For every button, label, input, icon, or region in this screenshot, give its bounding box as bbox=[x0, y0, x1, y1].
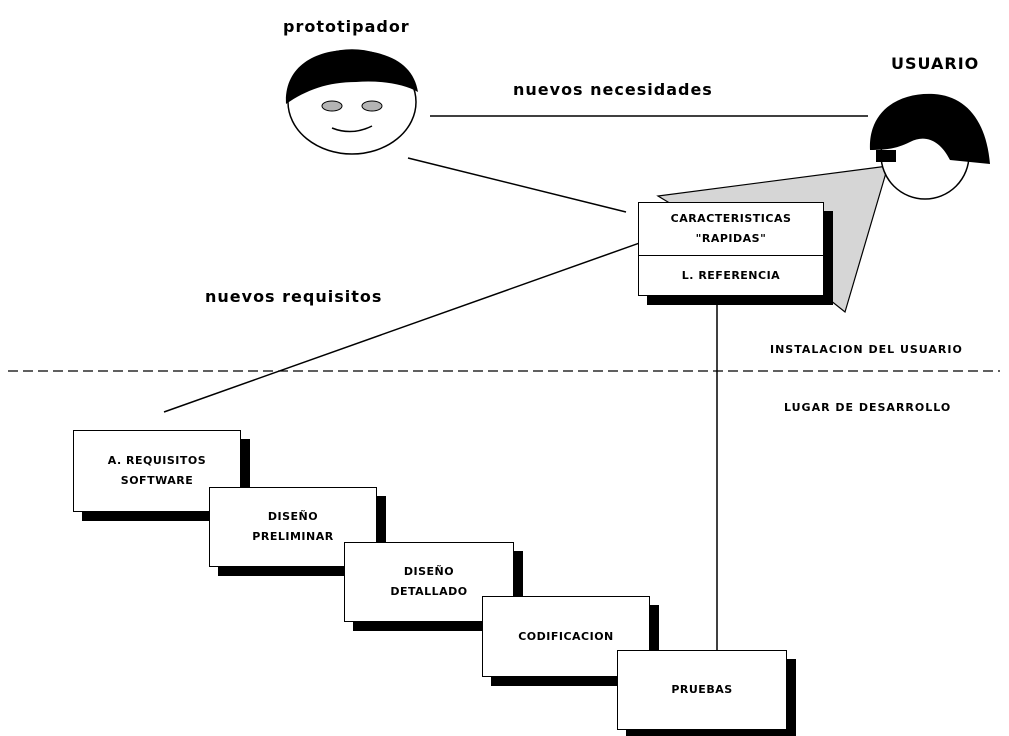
waterfall-step-testing: PRUEBAS bbox=[617, 650, 787, 730]
step-requirements-line1: A. REQUISITOS bbox=[107, 454, 207, 467]
quick-features-section: CARACTERISTICAS "RAPIDAS" bbox=[639, 203, 823, 256]
reference-label: L. REFERENCIA bbox=[681, 268, 781, 282]
waterfall-step-detailed-design: DISEÑO DETALLADO bbox=[344, 542, 514, 622]
prototype-box: CARACTERISTICAS "RAPIDAS" L. REFERENCIA bbox=[638, 202, 824, 296]
step-preliminary-line1: DISEÑO bbox=[267, 510, 319, 523]
step-testing-line1: PRUEBAS bbox=[671, 683, 733, 696]
quick-features-line2: "RAPIDAS" bbox=[695, 232, 767, 245]
prototyper-to-box-line bbox=[407, 157, 627, 213]
waterfall-step-coding: CODIFICACION bbox=[482, 596, 650, 677]
box-to-requirements-line bbox=[163, 239, 649, 413]
prototyper-face-icon bbox=[285, 49, 418, 155]
quick-features-line1: CARACTERISTICAS bbox=[670, 212, 792, 225]
prototyper-label: prototipador bbox=[283, 17, 410, 36]
user-installation-label: INSTALACION DEL USUARIO bbox=[770, 343, 963, 356]
user-face-icon bbox=[869, 93, 990, 200]
step-preliminary-line2: PRELIMINAR bbox=[252, 530, 334, 543]
reference-section: L. REFERENCIA bbox=[639, 256, 823, 295]
step-requirements-line2: SOFTWARE bbox=[120, 474, 194, 487]
new-requirements-label: nuevos requisitos bbox=[205, 287, 383, 306]
step-detailed-line1: DISEÑO bbox=[403, 565, 455, 578]
development-site-label: LUGAR DE DESARROLLO bbox=[784, 401, 952, 414]
new-needs-label: nuevos necesidades bbox=[513, 80, 713, 99]
step-detailed-line2: DETALLADO bbox=[390, 585, 468, 598]
step-coding-line1: CODIFICACION bbox=[518, 629, 614, 643]
user-label: USUARIO bbox=[891, 54, 980, 73]
